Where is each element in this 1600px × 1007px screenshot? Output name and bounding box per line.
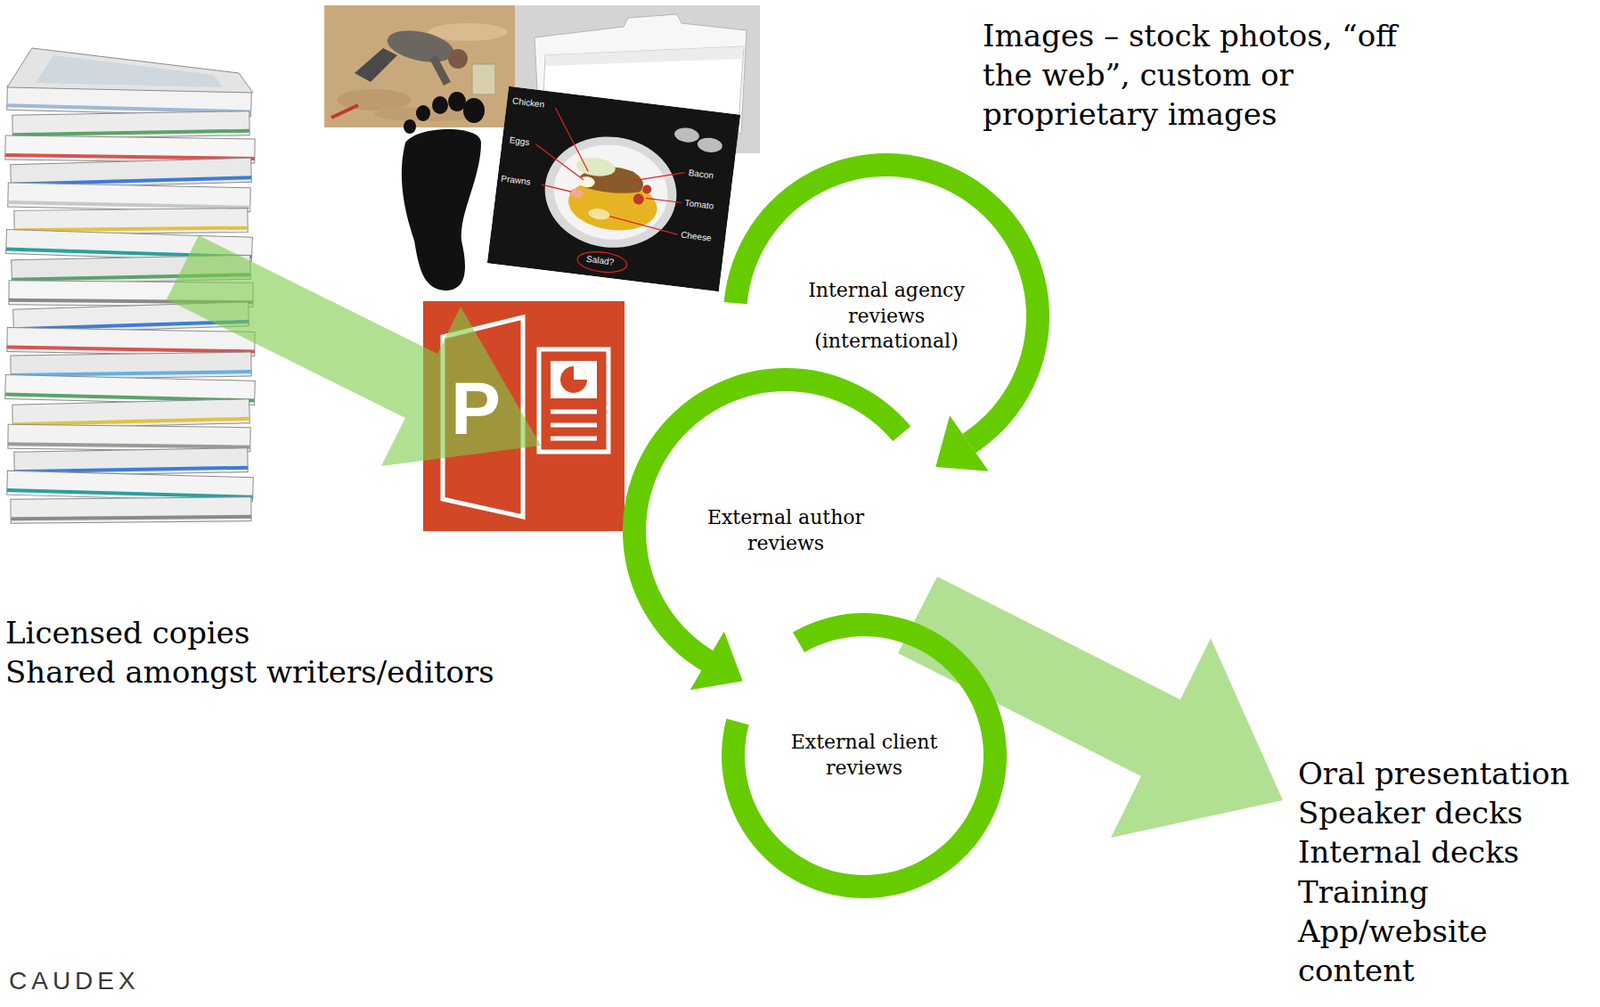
magazine-cover-art bbox=[35, 55, 223, 88]
node-label: External client reviews bbox=[768, 729, 961, 781]
node-label: Internal agency reviews (international) bbox=[791, 277, 983, 355]
node-body: External client reviews bbox=[717, 608, 1012, 903]
source-note: Licensed copies bbox=[5, 612, 576, 653]
output-item: Speaker decks bbox=[1297, 792, 1597, 833]
magazine-cover bbox=[7, 48, 254, 93]
leader-lines bbox=[521, 106, 691, 280]
app-icon-letter: P bbox=[450, 359, 501, 458]
sand-photo bbox=[324, 5, 515, 128]
company-logo: CAUDEX bbox=[8, 965, 140, 996]
cycle-arrow-ring bbox=[717, 608, 1012, 903]
magazine bbox=[12, 399, 251, 429]
food-photo: ChickenEggsPrawnsBaconTomatoCheeseSalad? bbox=[487, 86, 741, 292]
magazine bbox=[10, 497, 252, 523]
output-item: Oral presentation bbox=[1297, 753, 1597, 793]
magazine bbox=[12, 111, 250, 140]
output-item: App/website content bbox=[1297, 911, 1597, 990]
image-sources-note: Images – stock photos, “off the web”, cu… bbox=[982, 16, 1409, 135]
node-body: External author reviews bbox=[618, 363, 954, 699]
flow-arrow bbox=[897, 576, 1283, 838]
output-item: Internal decks bbox=[1297, 832, 1597, 872]
source-notes: Licensed copiesShared amongst writers/ed… bbox=[5, 612, 576, 692]
output-list: Oral presentationSpeaker decksInternal d… bbox=[1297, 753, 1597, 990]
flow-arrow bbox=[166, 235, 541, 466]
node-label: External author reviews bbox=[690, 505, 882, 556]
magazine bbox=[8, 424, 251, 451]
cycle-arrow-ring bbox=[618, 363, 954, 699]
magazine bbox=[7, 327, 255, 357]
output-item: Training bbox=[1297, 872, 1597, 912]
review-cycle-node: External author reviews bbox=[618, 363, 954, 699]
magazine bbox=[8, 182, 252, 213]
magazine bbox=[7, 470, 254, 502]
source-note: Shared amongst writers/editors bbox=[5, 652, 576, 692]
cycle-arrow-arc bbox=[721, 612, 1007, 898]
food-label: Eggs bbox=[508, 134, 531, 148]
footprint-icon bbox=[401, 91, 485, 291]
review-cycle-node: External client reviews bbox=[717, 608, 1012, 903]
